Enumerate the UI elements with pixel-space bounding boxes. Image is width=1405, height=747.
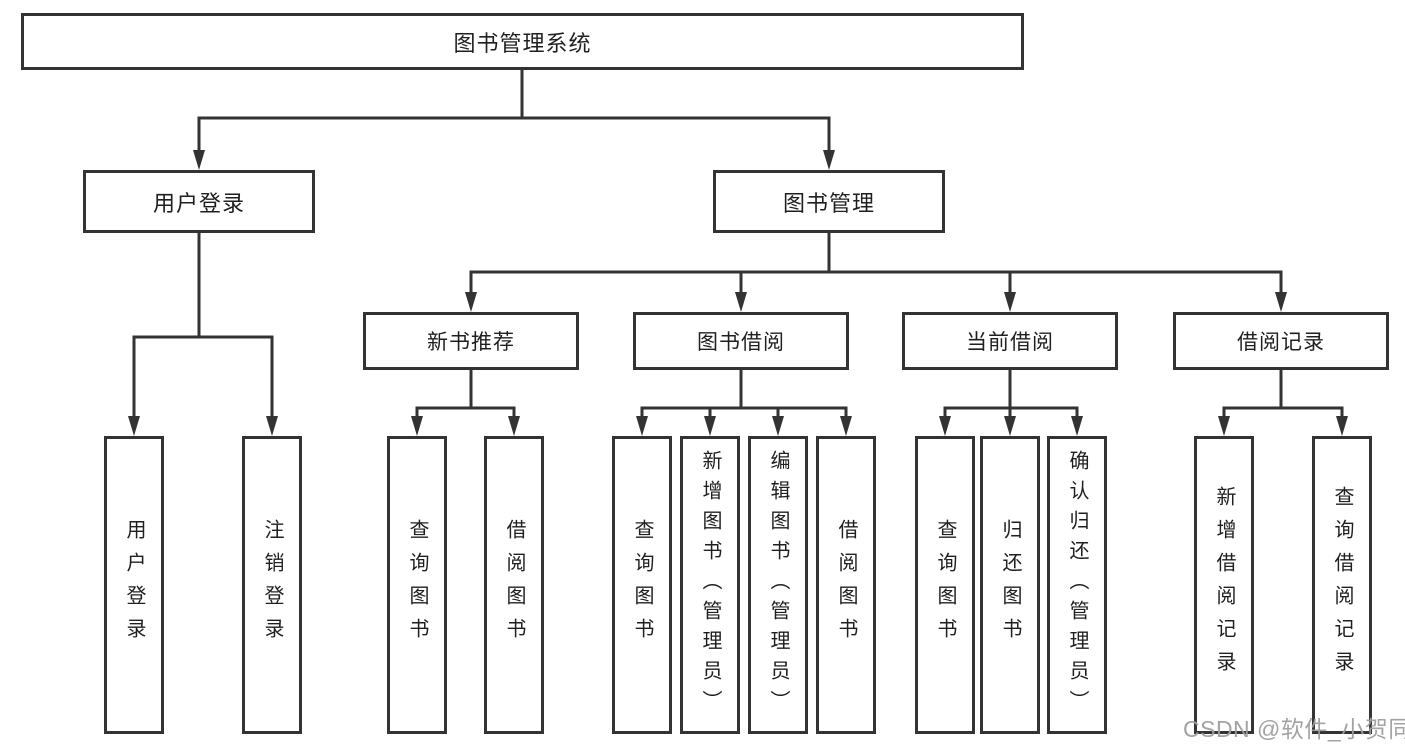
node-user-login-action: 用户登录: [104, 436, 164, 734]
node-add-book-admin: 新增图书（管理员）: [680, 436, 740, 734]
node-label: 查询图书: [934, 519, 956, 651]
node-confirm-return-admin: 确认归还（管理员）: [1047, 436, 1107, 734]
node-label: 查询图书: [631, 519, 653, 651]
node-label: 当前借阅: [966, 331, 1054, 354]
node-query-books-recommend: 查询图书: [387, 436, 447, 734]
node-label: 归还图书: [999, 519, 1021, 651]
node-book-borrowing: 图书借阅: [633, 312, 849, 370]
node-book-management: 图书管理: [713, 170, 945, 233]
node-label: 编辑图书（管理员）: [767, 450, 789, 720]
node-label: 查询图书: [406, 519, 428, 651]
node-label: 借阅图书: [835, 519, 857, 651]
node-borrowing-records: 借阅记录: [1173, 312, 1389, 370]
node-borrow-books-recommend: 借阅图书: [484, 436, 544, 734]
node-library-system: 图书管理系统: [21, 13, 1024, 70]
node-new-book-recommend: 新书推荐: [363, 312, 579, 370]
node-label: 图书管理: [782, 190, 875, 216]
node-query-books-current: 查询图书: [915, 436, 975, 734]
node-label: 图书借阅: [697, 331, 785, 354]
node-current-borrowing: 当前借阅: [902, 312, 1118, 370]
node-borrow-books-action: 借阅图书: [816, 436, 876, 734]
node-label: 用户登录: [123, 519, 145, 651]
node-edit-book-admin: 编辑图书（管理员）: [748, 436, 808, 734]
node-label: 新书推荐: [427, 331, 515, 354]
csdn-watermark: CSDN @软件_小贺同学: [1183, 716, 1405, 742]
node-query-books-borrow: 查询图书: [612, 436, 672, 734]
node-label: 新增图书（管理员）: [699, 450, 721, 720]
node-user-login: 用户登录: [83, 170, 315, 233]
node-logout-action: 注销登录: [242, 436, 302, 734]
node-add-borrow-record: 新增借阅记录: [1194, 436, 1254, 734]
node-label: 新增借阅记录: [1213, 486, 1235, 684]
node-label: 确认归还（管理员）: [1066, 450, 1088, 720]
node-label: 图书管理系统: [453, 30, 592, 56]
node-return-books: 归还图书: [980, 436, 1040, 734]
node-label: 借阅记录: [1237, 331, 1325, 354]
arrowheads: [128, 150, 1348, 436]
node-label: 注销登录: [261, 519, 283, 651]
node-label: 用户登录: [152, 190, 245, 216]
node-query-borrow-record: 查询借阅记录: [1312, 436, 1372, 734]
node-label: 查询借阅记录: [1331, 486, 1353, 684]
node-label: 借阅图书: [503, 519, 525, 651]
